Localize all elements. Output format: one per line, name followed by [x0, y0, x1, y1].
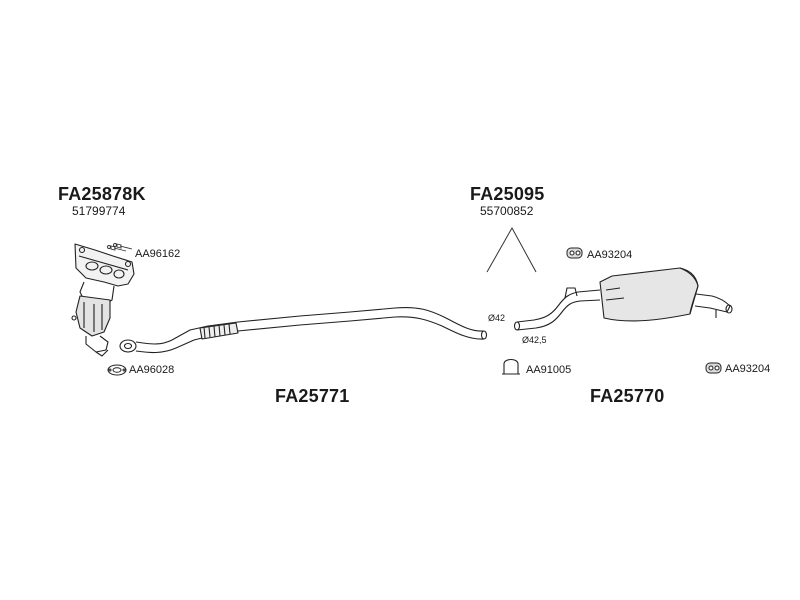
- manifold-cat-code: FA25878K: [58, 184, 146, 204]
- bolt-set-label: AA96162: [135, 248, 181, 260]
- rear-silencer-drawing: [513, 267, 733, 331]
- gasket-drawing: [107, 364, 127, 376]
- clamp-label: AA91005: [526, 364, 572, 376]
- mid-group-code: FA25095: [470, 184, 545, 204]
- mid-group-oe-number: 55700852: [480, 204, 534, 218]
- bolt-set-drawing: [107, 243, 133, 252]
- front-pipe-drawing: [119, 306, 488, 354]
- gasket-label: AA96028: [129, 364, 175, 376]
- front-pipe-code: FA25771: [275, 386, 350, 406]
- pipe-diameter-label-1: Ø42: [488, 313, 506, 323]
- hanger-top-drawing: [566, 247, 583, 259]
- pipe-diameter-label-2: Ø42,5: [522, 335, 547, 345]
- group-indicator-lines: [486, 226, 537, 273]
- manifold-cat-oe-number: 51799774: [72, 204, 126, 218]
- hanger-bottom-drawing: [705, 362, 722, 374]
- hanger-bottom-label: AA93204: [725, 363, 771, 375]
- hanger-top-label: AA93204: [587, 249, 633, 261]
- manifold-catalyst-drawing: [71, 243, 135, 357]
- clamp-drawing: [502, 358, 520, 375]
- rear-silencer-code: FA25770: [590, 386, 665, 406]
